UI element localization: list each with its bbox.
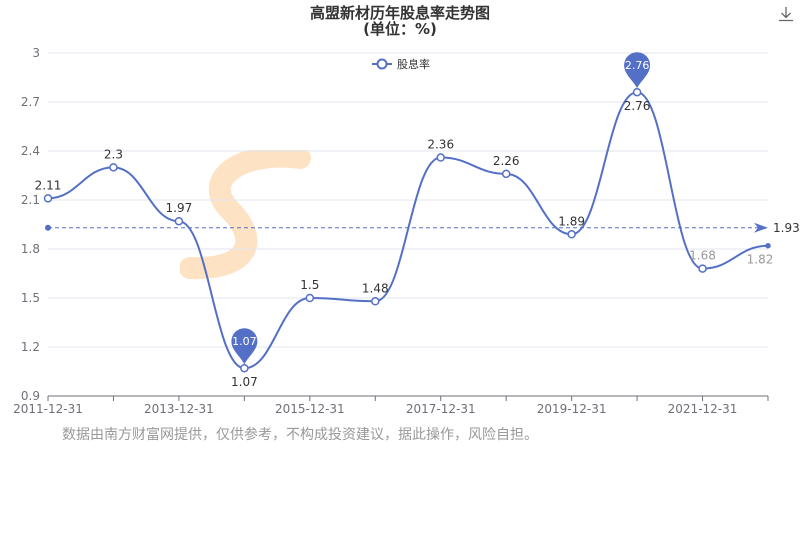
- data-point: [632, 87, 642, 97]
- max-pin-marker: [624, 52, 651, 89]
- x-tick-label: 2019-12-31: [537, 402, 607, 416]
- data-label: 1.97: [166, 201, 193, 215]
- data-label: 1.07: [231, 375, 258, 389]
- y-tick-label: 2.1: [21, 193, 40, 207]
- y-tick-label: 1.8: [21, 242, 40, 256]
- legend-label: 股息率: [397, 57, 430, 71]
- y-tick-label: 3: [32, 46, 40, 60]
- data-point: [109, 163, 118, 172]
- average-value-label: 1.93: [773, 221, 800, 235]
- y-tick-label: 0.9: [21, 389, 40, 403]
- download-icon[interactable]: [778, 6, 794, 22]
- x-tick-label: 2015-12-31: [275, 402, 345, 416]
- max-pin-label: 2.76: [625, 59, 650, 72]
- data-point: [371, 297, 380, 306]
- data-label: 2.11: [35, 178, 62, 192]
- data-point: [567, 230, 576, 239]
- data-label: 1.48: [362, 281, 389, 295]
- data-label: 1.68: [689, 249, 716, 263]
- min-pin-marker: [231, 328, 258, 365]
- data-point: [43, 194, 53, 203]
- chart-title: 高盟新材历年股息率走势图: [309, 4, 490, 22]
- data-point: [240, 363, 249, 373]
- y-tick-label: 2.7: [21, 95, 40, 109]
- x-tick-label: 2017-12-31: [406, 402, 476, 416]
- x-tick-label: 2013-12-31: [144, 402, 214, 416]
- data-label: 2.26: [493, 154, 520, 168]
- min-pin-label: 1.07: [232, 335, 257, 348]
- data-point: [305, 293, 315, 303]
- y-tick-label: 1.5: [21, 291, 40, 305]
- data-label: 2.3: [104, 147, 123, 161]
- data-point: [765, 242, 771, 249]
- chart-subtitle: (单位：%): [363, 20, 437, 38]
- data-label: 2.76: [624, 99, 651, 113]
- average-line-start: [45, 224, 51, 231]
- y-tick-label: 2.4: [21, 144, 40, 158]
- data-label: 1.82: [747, 253, 774, 267]
- data-point: [698, 264, 707, 273]
- x-tick-label: 2011-12-31: [13, 402, 83, 416]
- series-line: [47, 91, 769, 370]
- data-label: 2.36: [427, 138, 454, 152]
- disclaimer-text: 数据由南方财富网提供，仅供参考，不构成投资建议，据此操作，风险自担。: [62, 427, 538, 443]
- watermark-logo: [180, 150, 311, 280]
- data-point: [436, 153, 445, 162]
- data-point: [501, 169, 511, 179]
- data-label: 1.5: [300, 278, 319, 292]
- x-tick-label: 2021-12-31: [668, 402, 738, 416]
- legend-marker-icon: [376, 58, 388, 70]
- y-tick-label: 1.2: [21, 340, 40, 354]
- data-label: 1.89: [558, 214, 585, 228]
- data-point: [174, 216, 184, 226]
- average-line-arrow: [754, 222, 768, 233]
